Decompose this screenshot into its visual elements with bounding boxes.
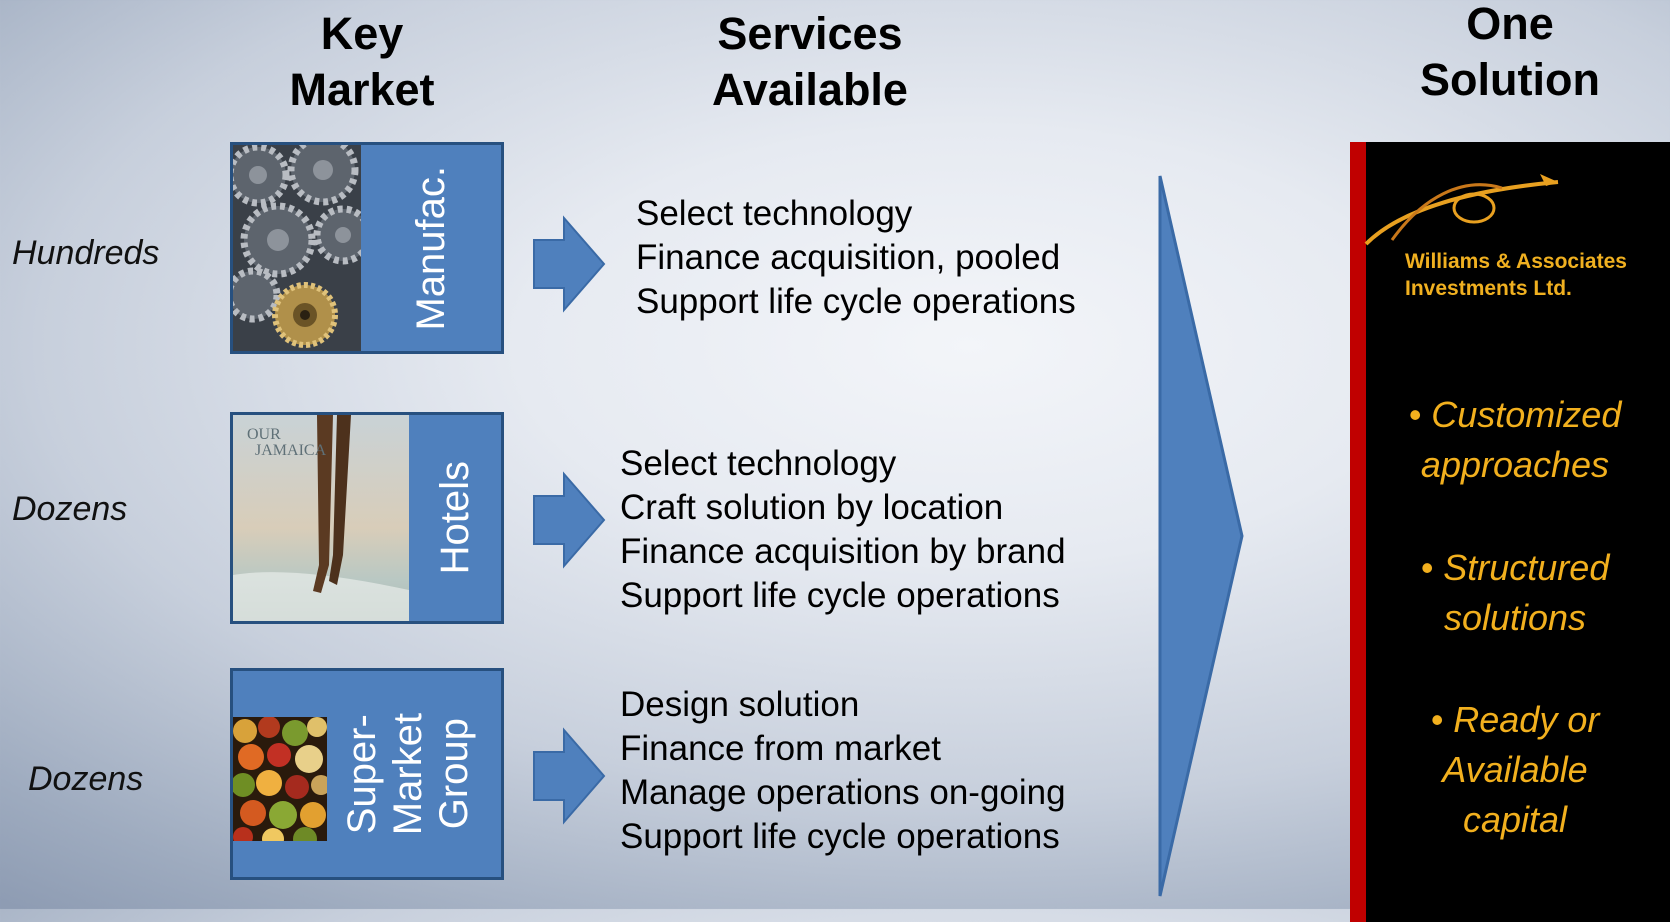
our-jamaica-wordmark: OUR JAMAICA <box>247 427 326 459</box>
services-list-supermarket: Design solution Finance from market Mana… <box>620 683 1066 859</box>
service-item: Design solution <box>620 685 860 724</box>
header-line: Market <box>289 64 435 115</box>
service-item: Select technology <box>620 444 897 483</box>
bullet-line: capital <box>1462 799 1568 840</box>
services-header: Services Available <box>680 6 940 118</box>
bullet-line: • Customized <box>1408 394 1622 435</box>
market-box-supermarket: Super- Market Group <box>230 668 504 880</box>
solution-bullet-capital: • Ready or Available capital <box>1385 695 1645 845</box>
large-convergence-arrow <box>1158 175 1244 897</box>
our-jamaica-beach-image: OUR JAMAICA <box>233 415 409 621</box>
firm-name-line: Investments Ltd. <box>1405 277 1572 300</box>
arrow-right-icon <box>533 215 606 313</box>
gears-image-graphic <box>233 145 373 351</box>
header-line: Solution <box>1420 54 1600 105</box>
arrow-right-icon <box>533 727 606 825</box>
wordmark-line: OUR <box>247 426 281 443</box>
bullet-line: Available <box>1442 749 1588 790</box>
market-box-hotels: OUR JAMAICA Hotels <box>230 412 504 624</box>
bullet-line: • Ready or <box>1430 699 1600 740</box>
service-item: Finance from market <box>620 729 941 768</box>
count-supermarket: Dozens <box>28 760 144 798</box>
market-box-manufacturing: Manufac. <box>230 142 504 354</box>
produce-image <box>233 716 331 851</box>
bullet-line: • Structured <box>1420 547 1610 588</box>
service-item: Support life cycle operations <box>620 817 1060 856</box>
firm-name-line: Williams & Associates <box>1405 250 1627 273</box>
beach-image-graphic <box>233 415 409 621</box>
gears-image <box>233 145 373 351</box>
key-market-header: Key Market <box>262 6 462 118</box>
produce-image-graphic <box>233 716 331 851</box>
count-manufacturing: Hundreds <box>12 234 160 272</box>
service-item: Select technology <box>636 194 913 233</box>
firm-name: Williams & Associates Investments Ltd. <box>1405 248 1627 302</box>
service-item: Craft solution by location <box>620 488 1004 527</box>
solution-bullet-structured: • Structured solutions <box>1385 543 1645 643</box>
service-item: Finance acquisition by brand <box>620 532 1066 571</box>
header-line: Services <box>717 8 903 59</box>
services-list-manufacturing: Select technology Finance acquisition, p… <box>636 192 1076 324</box>
arrow-right-icon <box>533 471 606 569</box>
solution-header: One Solution <box>1390 0 1630 108</box>
firm-logo-swoosh <box>1364 174 1559 246</box>
service-item: Finance acquisition, pooled <box>636 238 1061 277</box>
wordmark-line: JAMAICA <box>255 442 327 459</box>
solution-panel <box>1350 142 1670 922</box>
count-hotels: Dozens <box>12 490 128 528</box>
solution-bullet-customized: • Customized approaches <box>1385 390 1645 490</box>
bullet-line: solutions <box>1443 597 1587 638</box>
service-item: Manage operations on-going <box>620 773 1066 812</box>
header-line: Available <box>712 64 908 115</box>
bullet-line: approaches <box>1420 444 1610 485</box>
header-line: One <box>1466 0 1554 49</box>
services-list-hotels: Select technology Craft solution by loca… <box>620 442 1066 618</box>
service-item: Support life cycle operations <box>620 576 1060 615</box>
header-line: Key <box>320 8 404 59</box>
service-item: Support life cycle operations <box>636 282 1076 321</box>
